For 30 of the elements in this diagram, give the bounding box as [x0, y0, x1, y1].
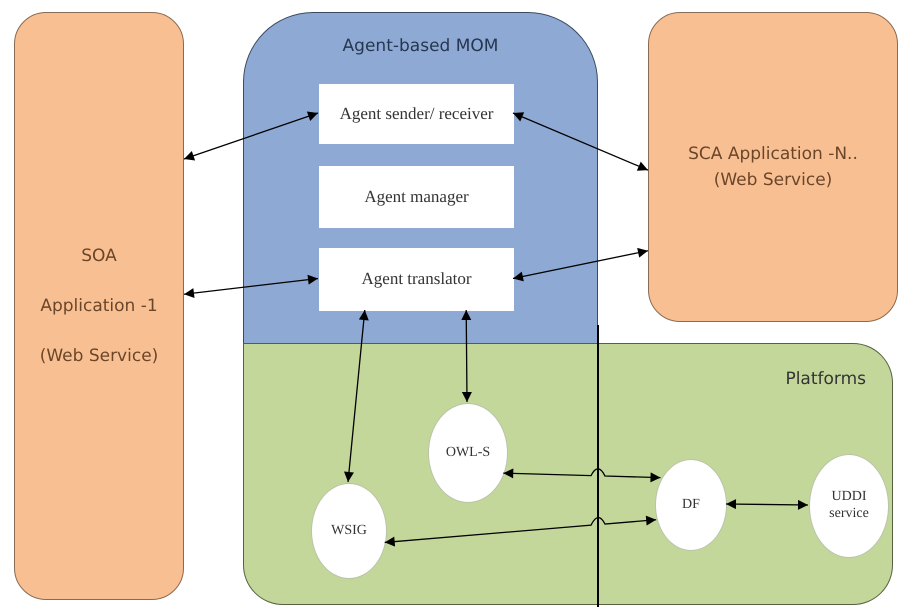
node-text: WSIG: [331, 522, 367, 540]
node-text: Application -1: [40, 294, 158, 318]
agent-box: [319, 84, 514, 144]
agent-box: [319, 166, 514, 228]
node-text: SOA: [81, 244, 117, 267]
node-text: (Web Service): [40, 345, 158, 368]
arrow: [461, 310, 472, 402]
node-text: (Web Service): [714, 169, 832, 192]
arrow: [503, 468, 661, 482]
node-text: OWL-S: [446, 444, 490, 462]
arrow: [184, 274, 318, 298]
arrow: [344, 310, 369, 482]
arrow: [512, 248, 648, 282]
agent-box: [319, 248, 514, 311]
platform-panel: [243, 343, 893, 605]
arrow: [726, 499, 808, 510]
node-text: Platforms: [785, 368, 866, 390]
arrow: [512, 112, 648, 171]
node-text: DF: [682, 496, 700, 514]
node-text: Agent-based MOM: [342, 35, 498, 58]
node-text: SCA Application -N..: [688, 142, 858, 165]
application-box: [648, 12, 898, 322]
node-text: Agent sender/ receiver: [340, 104, 494, 124]
arrow: [184, 112, 318, 160]
application-box: [14, 12, 184, 600]
node-text: Agent translator: [362, 269, 472, 290]
middleware-panel: [243, 12, 598, 343]
arrow: [384, 516, 656, 547]
node-text: UDDI service: [828, 489, 870, 523]
node-text: Agent manager: [364, 186, 469, 208]
